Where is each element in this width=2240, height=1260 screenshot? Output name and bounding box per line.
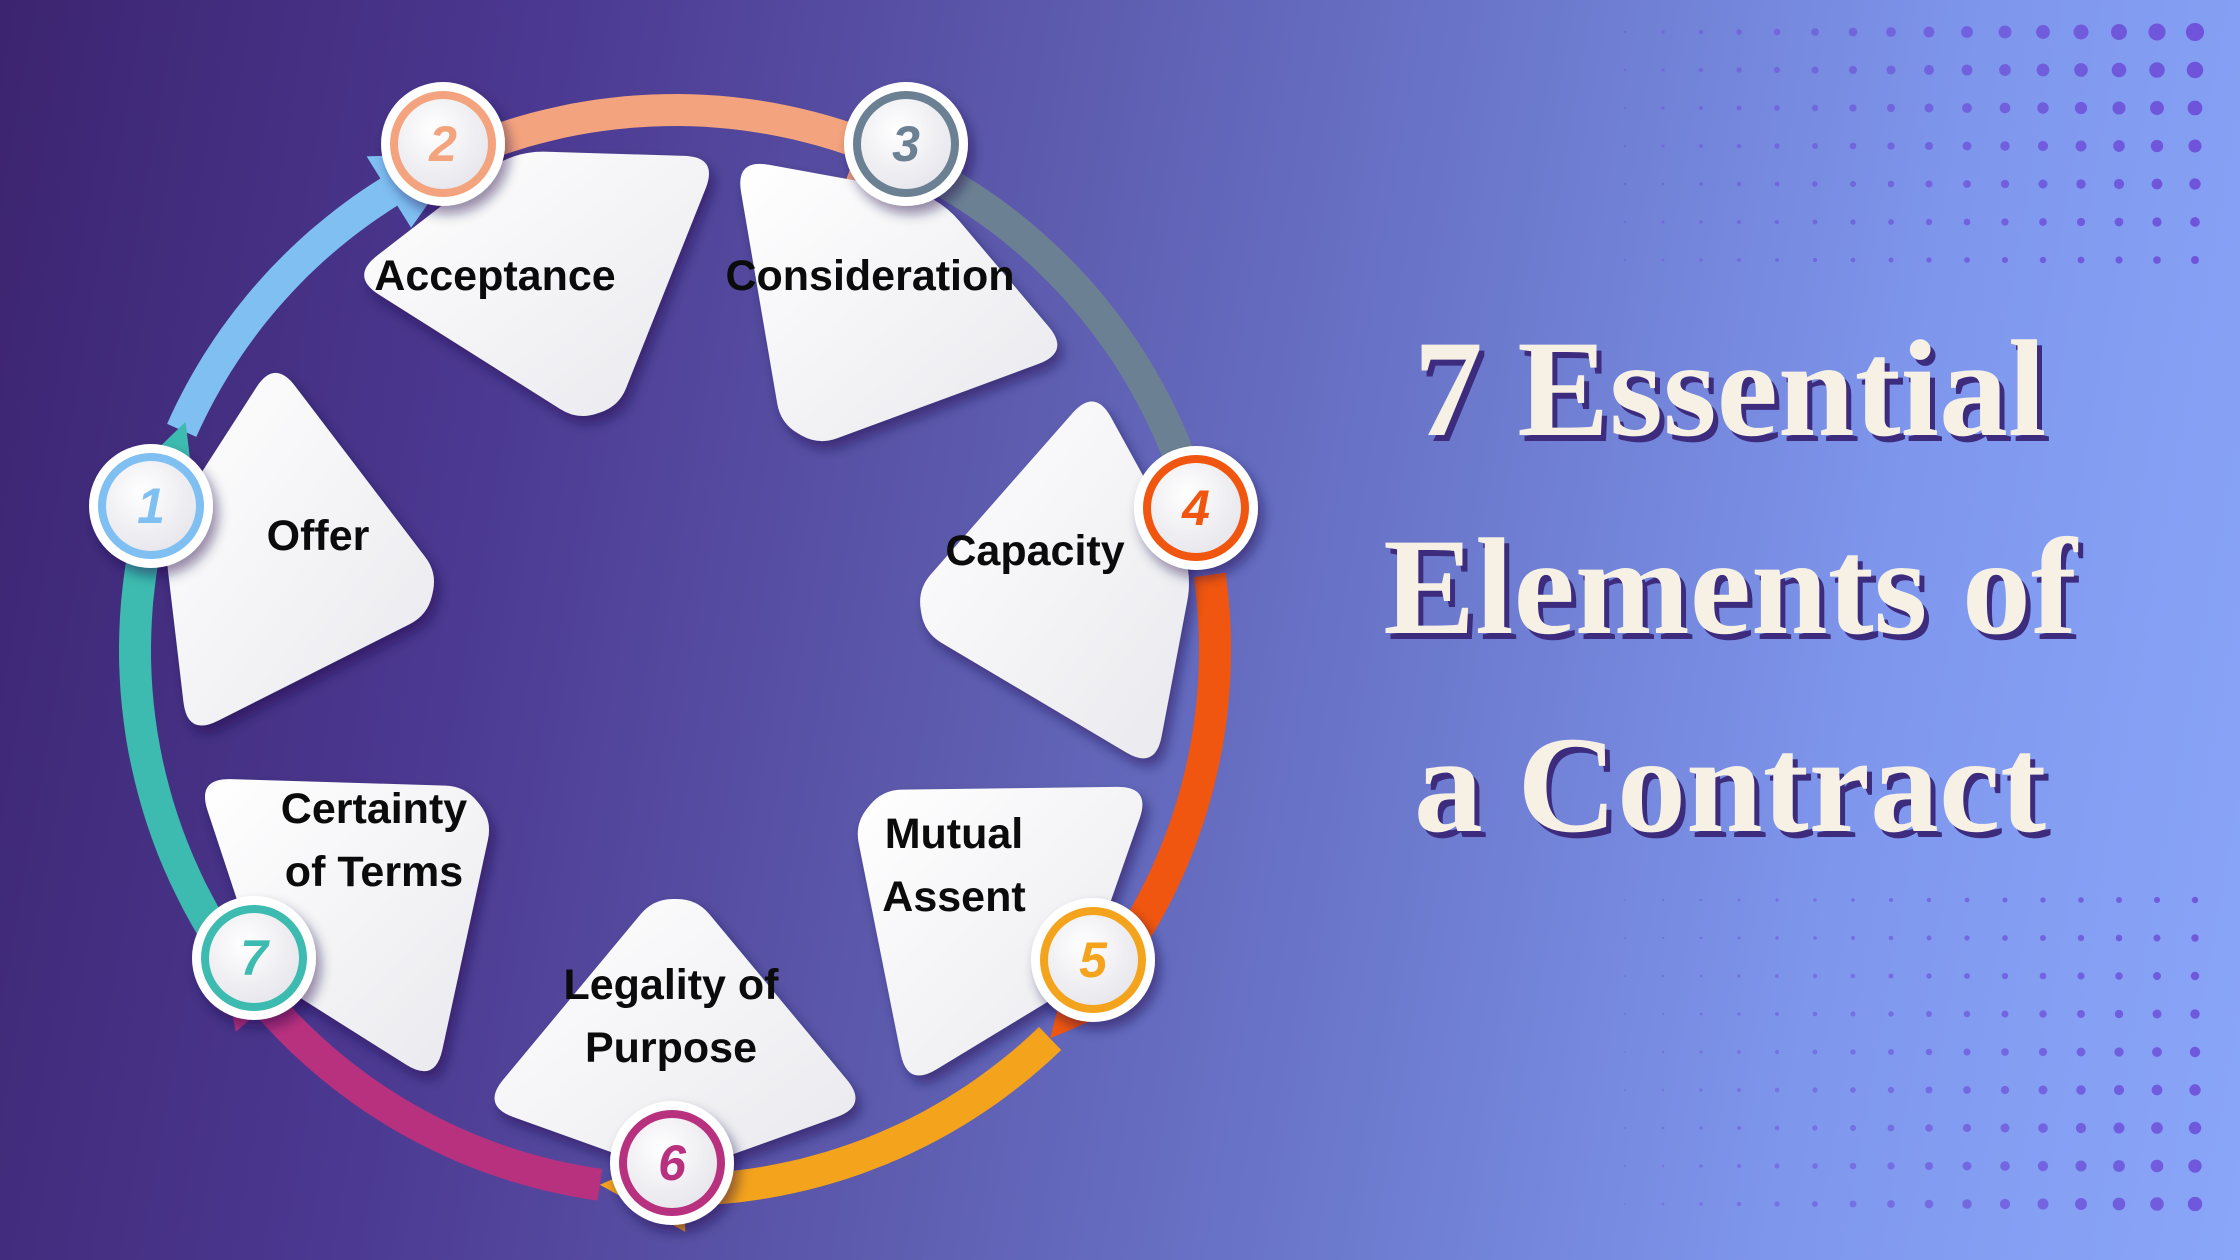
badge-inner-4 [1151,463,1241,553]
badge-inner-5 [1048,915,1138,1005]
number-badges [89,82,1258,1225]
badge-number-5: 5 [1079,932,1107,988]
element-label-2: Acceptance [345,245,645,308]
element-label-1: Offer [168,505,468,568]
badge-number-3: 3 [892,116,920,172]
element-label-line-1: Capacity [945,526,1125,575]
element-label-4: Capacity [885,520,1185,583]
element-card-2 [740,163,1058,442]
badge-number-6: 6 [658,1135,686,1191]
title-line-1: 7 Essential [1413,312,2047,465]
badge-number-1: 1 [137,478,165,534]
element-label-line-1: Offer [266,511,370,560]
element-label-line-1: Mutual [884,810,1024,858]
badge-inner-3 [861,99,951,189]
element-label-line-1: Acceptance [374,251,616,300]
badge-number-7: 7 [240,930,268,986]
element-label-line-2: Purpose [584,1024,758,1072]
element-card-4 [857,786,1143,1076]
element-label-line-2: Assent [882,873,1026,921]
page-title: 7 Essential Elements of a Contract [1330,290,2130,884]
element-label-line-2: of Terms [284,848,464,896]
badge-inner-7 [209,913,299,1003]
element-cards [166,151,1189,1170]
element-card-7 [166,372,434,726]
badge-inner-6 [627,1118,717,1208]
element-label-line-1: Consideration [725,251,1015,300]
badge-number-2: 2 [429,116,457,172]
title-line-3: a Contract [1413,708,2047,861]
element-label-line-1: Certainty [280,785,468,833]
element-label-3: Consideration [720,245,1020,308]
element-label-7: Certainty of Terms [224,778,524,904]
element-label-6: Legality of Purpose [521,954,821,1080]
badge-inner-1 [106,461,196,551]
title-line-2: Elements of [1383,510,2077,663]
badge-number-4: 4 [1182,480,1210,536]
element-label-line-1: Legality of [563,961,779,1009]
badge-inner-2 [398,99,488,189]
element-card-1 [364,151,709,417]
cycle-arrow-2 [466,94,937,182]
element-card-3 [920,401,1189,759]
element-card-6 [204,779,490,1072]
element-card-5 [494,899,856,1170]
